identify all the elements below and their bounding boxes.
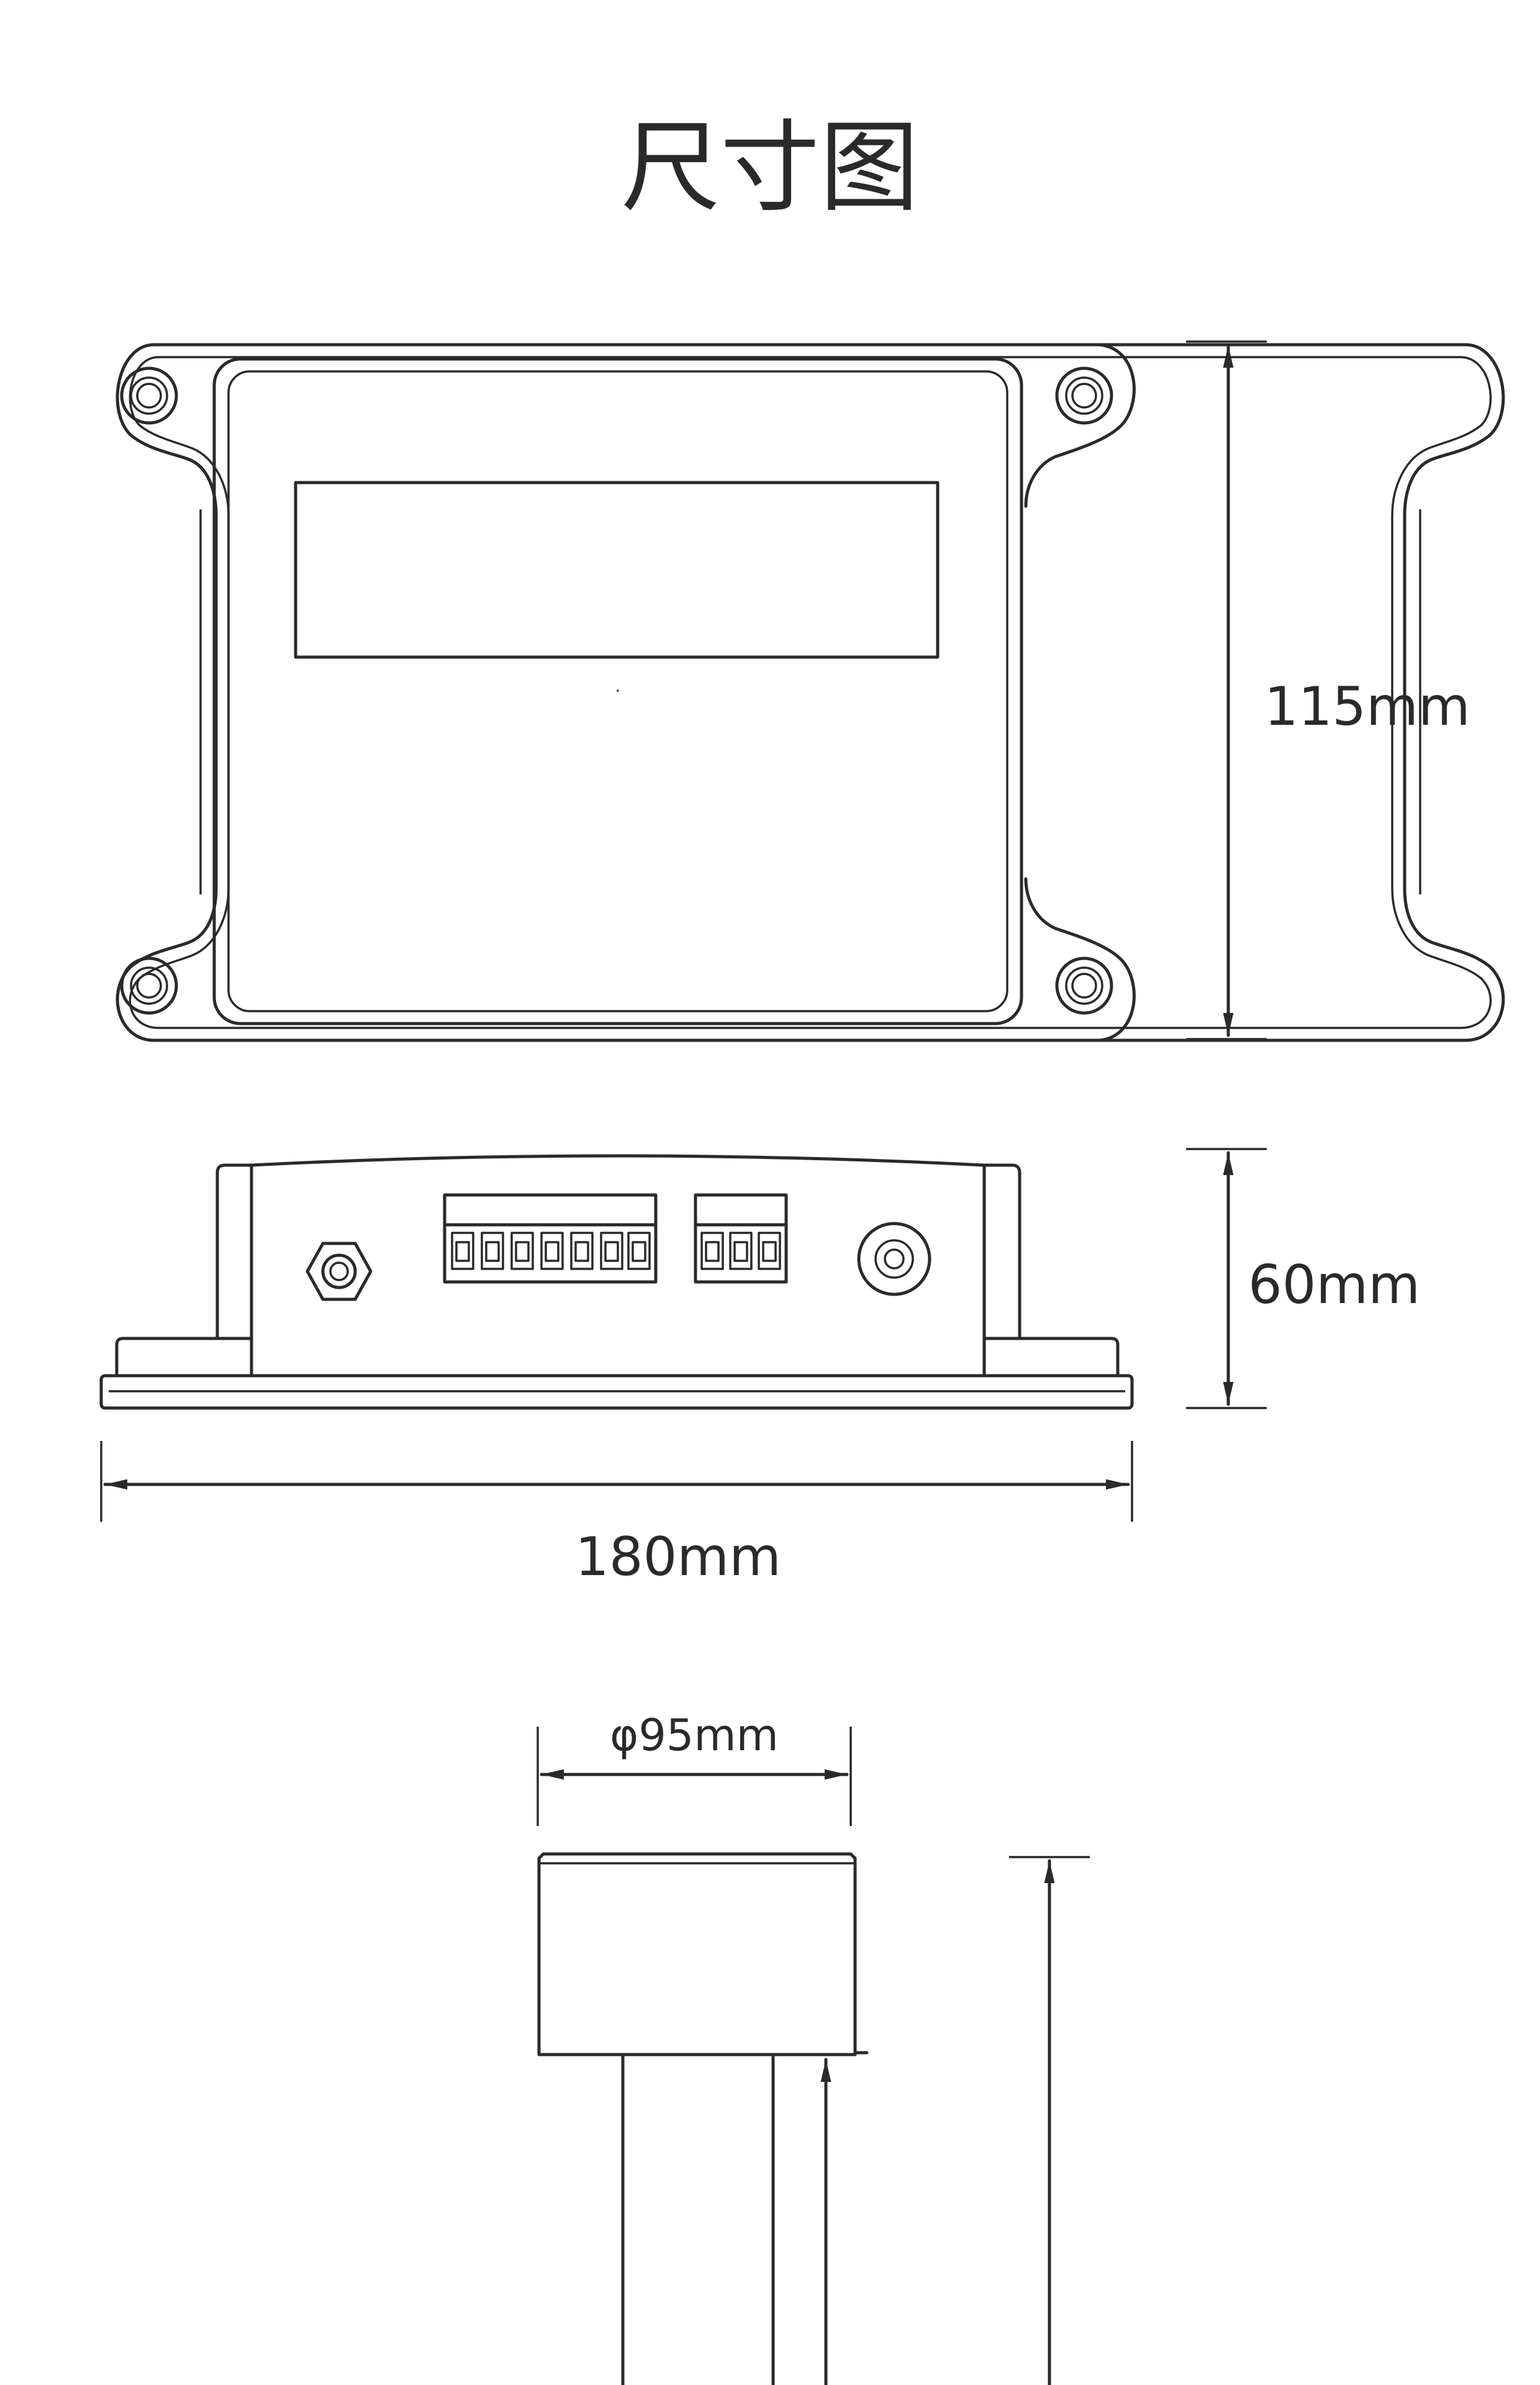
sensor-probe [537, 1852, 869, 2385]
dimension-diameter-95: φ95mm [537, 1710, 852, 1826]
dimension-label-115: 115mm [1264, 676, 1470, 738]
display-window [294, 481, 940, 659]
dimension-label-180: 180mm [575, 1526, 781, 1588]
dimension-label-60: 60mm [1248, 1254, 1420, 1316]
mounting-hole-top-right [1055, 366, 1113, 425]
dimension-width-180: 180mm [100, 1441, 1133, 1588]
dimension-height-115: 115mm [1186, 340, 1470, 1040]
terminal-block-3pin [694, 1193, 788, 1284]
dimension-height-60: 60mm [1186, 1148, 1420, 1409]
round-connector-icon [857, 1222, 931, 1296]
mounting-hole-bottom-right [1055, 956, 1113, 1015]
page-title: 尺寸图 [621, 109, 919, 225]
mounting-hole-bottom-left [120, 956, 178, 1015]
enclosure-ears [1020, 343, 1136, 1042]
enclosure-top-view [116, 343, 1505, 1042]
enclosure-side-view [99, 1154, 1134, 1410]
terminal-block-7pin [443, 1193, 658, 1284]
cable-gland-icon [306, 1242, 373, 1301]
dimension-probe-depth [820, 1856, 1090, 2385]
mounting-hole-top-left [120, 366, 178, 425]
dimension-label-95: φ95mm [610, 1710, 779, 1761]
